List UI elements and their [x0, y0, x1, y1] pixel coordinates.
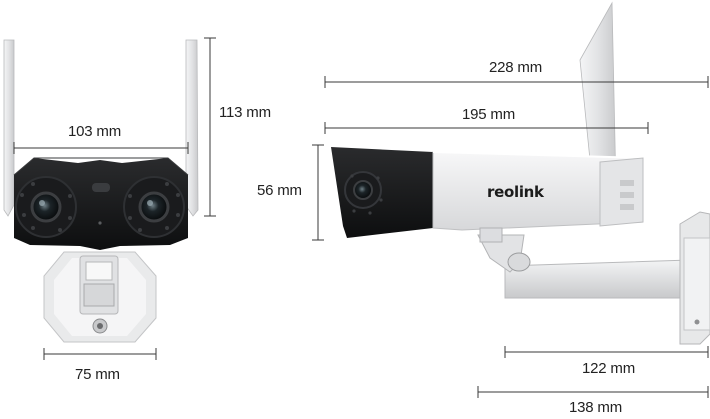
side-height-label: 56 mm [257, 182, 302, 199]
front-height-line [204, 37, 216, 217]
wall-bracket [477, 211, 710, 345]
mount-width-line [43, 348, 157, 360]
front-camera-body [13, 157, 189, 250]
front-height-label: 113 mm [219, 104, 271, 121]
bracket-length-label: 122 mm [582, 360, 635, 377]
side-height-line [312, 144, 324, 241]
side-camera-body [331, 147, 644, 243]
side-total-label: 228 mm [489, 59, 542, 76]
front-width-label: 103 mm [68, 123, 121, 140]
bracket-total-line [477, 386, 709, 398]
side-body-label: 195 mm [462, 106, 515, 123]
front-view [3, 39, 199, 343]
left-antenna [3, 39, 15, 217]
mount-plate [43, 251, 157, 343]
side-view [331, 1, 710, 345]
bracket-total-label: 138 mm [569, 399, 622, 416]
reolink-logo: reolink [487, 183, 544, 201]
side-body-line [324, 122, 649, 134]
dimension-lines [13, 37, 709, 398]
mount-width-label: 75 mm [75, 366, 120, 383]
bracket-length-line [504, 346, 709, 358]
side-total-line [324, 76, 709, 88]
front-width-line [13, 142, 189, 154]
